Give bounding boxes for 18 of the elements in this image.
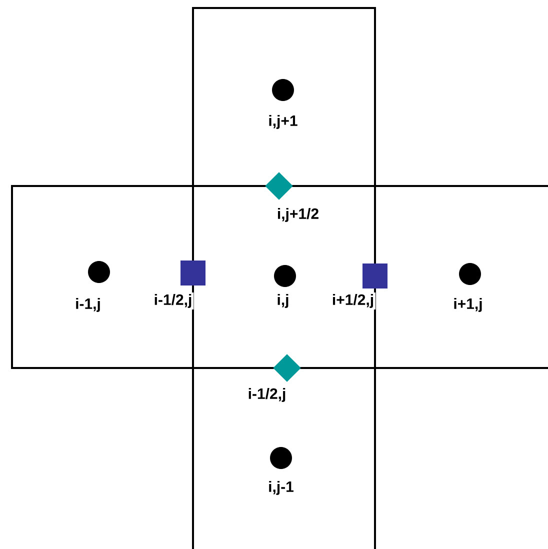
diamond-marker <box>265 172 293 200</box>
point-label: i,j-1 <box>266 480 296 496</box>
square-marker <box>362 264 388 288</box>
point-label: i,j+1 <box>266 114 300 130</box>
dot-marker <box>272 79 294 101</box>
dot-marker <box>274 265 296 287</box>
point-label: i-1/2,j <box>246 386 288 404</box>
point-label: i+1,j <box>452 296 484 314</box>
dot-marker <box>270 447 292 469</box>
point-label: i-1/2,j <box>152 292 194 310</box>
dot-marker <box>459 263 481 285</box>
square-marker <box>180 260 206 286</box>
point-label: i,j <box>275 292 291 310</box>
point-label: i,j+1/2 <box>275 206 321 224</box>
dot-marker <box>88 261 110 283</box>
diamond-marker <box>273 354 301 382</box>
point-label: i-1,j <box>74 296 102 314</box>
point-label: i+1/2,j <box>330 292 376 310</box>
